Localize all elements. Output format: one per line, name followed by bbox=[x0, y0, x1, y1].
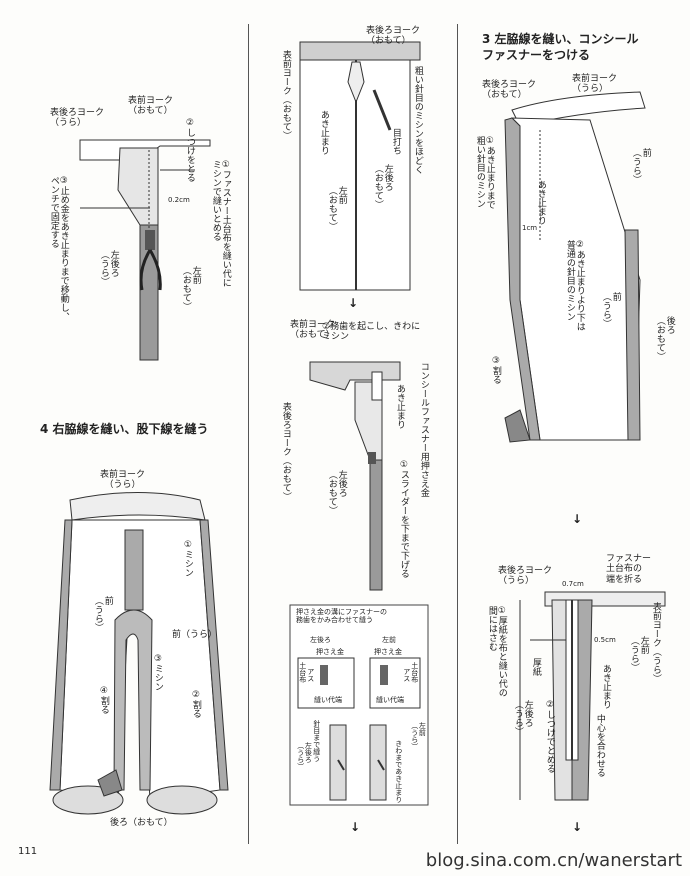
fig-a-zipper-drawing bbox=[79, 139, 211, 361]
fig-f-front-yoke-label: 表前ヨーク （うら） bbox=[100, 470, 146, 491]
inset-note-l: 針目まで縫う bbox=[312, 720, 321, 762]
inset-base-cloth-l: 土台布 bbox=[298, 662, 307, 683]
fig-e-step3: 中心を合わせる bbox=[594, 714, 605, 777]
inset-left-front: 左前 bbox=[382, 636, 396, 644]
fig-f-step4: ④割る bbox=[98, 686, 109, 714]
fig-b-tool-label: 目打ち bbox=[390, 128, 401, 155]
fig-d-back-yoke-label: 表後ろヨーク （おもて） bbox=[482, 80, 537, 101]
section3-title-line1: 3 左脇線を縫い、コンシール bbox=[482, 32, 639, 46]
inset-seam-allowance-r: 縫い代端 bbox=[376, 696, 404, 704]
inset-left-back: 左後ろ bbox=[310, 636, 331, 644]
fig-d-opening-stop: あき止まり bbox=[535, 180, 546, 225]
fig-e-step1: ①厚紙を布と縫い代の 間にはさむ bbox=[486, 606, 507, 697]
inset-back-bottom: 左後ろ （うら） bbox=[296, 742, 313, 770]
fig-c-zipper-foot: コンシールファスナー用押さえ金 bbox=[418, 362, 429, 497]
inset-note-r: きわまであき止まり bbox=[394, 740, 403, 803]
fig-c-back-left-label: 左後ろ （おもて） bbox=[326, 470, 347, 515]
arrow-d-to-e: ↓ bbox=[572, 512, 583, 526]
fig-e-step2: ②しつけでとめる bbox=[544, 700, 555, 773]
fig-b-back-yoke-label: 表後ろヨーク （おもて） bbox=[366, 26, 421, 47]
fig-a-front-left-label: 左前 （おもて） bbox=[180, 266, 201, 311]
fig-b-zipper-drawing bbox=[299, 41, 421, 291]
inset-base-cloth-r: 土台布 bbox=[410, 662, 419, 683]
fig-a-back-yoke-label: 表後ろヨーク （うら） bbox=[50, 108, 105, 129]
fig-d-front-label: 前 （うら） bbox=[630, 148, 651, 184]
fig-a-step3: ③止め金をあき止まりまで移動し、 ペンチで固定する bbox=[48, 176, 69, 321]
fig-a-step1: ①ファスナー土台布を縫い代に ミシンで縫いとめる bbox=[210, 160, 231, 287]
arrow-b-to-c: ↓ bbox=[348, 296, 359, 310]
fig-a-step2: ②しつけをとる bbox=[184, 118, 195, 182]
fig-e-front-left-label: 左前 （うら） bbox=[628, 636, 649, 672]
fig-e-opening-stop: あき止まり bbox=[600, 664, 611, 709]
fig-a-measure: 0.2cm bbox=[168, 196, 190, 204]
fig-d-front-label-2: 前 （うら） bbox=[600, 292, 621, 328]
column-divider-left bbox=[248, 24, 249, 844]
watermark-url: blog.sina.com.cn/wanerstart bbox=[425, 850, 682, 871]
fig-d-measure: 1cm bbox=[522, 224, 538, 232]
inset-seam-allowance-l: 縫い代端 bbox=[314, 696, 342, 704]
arrow-e-down: ↓ bbox=[572, 820, 583, 834]
fig-e-measure-2: 0.5cm bbox=[594, 636, 616, 644]
fig-d-pants-drawing bbox=[504, 91, 646, 443]
section3-title-line2: ファスナーをつける bbox=[482, 48, 591, 62]
fig-e-back-left-label: 左後ろ （うら） bbox=[512, 700, 533, 736]
inset-foot-label-r: 押さえ金 bbox=[374, 648, 402, 656]
inset-title: 押さえ金の溝にファスナーの 務歯をかみ合わせて縫う bbox=[296, 608, 387, 625]
fig-e-front-yoke-label: 表前ヨーク（うら） bbox=[650, 602, 661, 683]
fig-f-step1: ①ミシン bbox=[182, 540, 193, 577]
fig-c-step2: ②務歯を起こし、きわに ミシン bbox=[322, 322, 421, 343]
fig-a-front-yoke-label: 表前ヨーク （おもて） bbox=[128, 96, 174, 117]
fig-e-zipper-drawing bbox=[519, 591, 666, 801]
inset-diagram bbox=[289, 604, 429, 806]
inset-front-bottom: 左前 （うら） bbox=[410, 722, 427, 750]
fig-d-back-label: 後ろ （おもて） bbox=[654, 316, 675, 361]
fig-c-zipper-drawing bbox=[309, 361, 401, 591]
page-number: 111 bbox=[18, 846, 38, 857]
fig-f-back-label: 後ろ（おもて） bbox=[110, 818, 173, 828]
fig-f-step2: ②割る bbox=[190, 690, 201, 718]
fig-d-step1: ①あき止まりまで 粗い針目のミシン bbox=[474, 136, 495, 209]
arrow-inset-down: ↓ bbox=[350, 820, 361, 834]
fig-b-opening-stop: あき止まり bbox=[318, 110, 329, 155]
fig-c-front-yoke-label: 表前ヨーク （おもて） bbox=[290, 320, 336, 341]
column-divider-right bbox=[457, 24, 458, 844]
fig-e-back-yoke-label: 表後ろヨーク （うら） bbox=[498, 566, 553, 587]
fig-b-front-left-label: 左前 （おもて） bbox=[326, 186, 347, 231]
fig-e-measure-1: 0.7cm bbox=[562, 580, 584, 588]
section4-title: 4 右脇線を縫い、股下線を縫う bbox=[40, 422, 209, 436]
inset-under-r: アス bbox=[402, 668, 411, 682]
fig-e-fold-note: ファスナー 土台布の 端を折る bbox=[606, 554, 652, 585]
fig-b-front-yoke-label: 表前ヨーク（おもて） bbox=[280, 50, 291, 140]
fig-f-pants-drawing bbox=[49, 492, 229, 815]
fig-d-front-yoke-label: 表前ヨーク （うら） bbox=[572, 74, 618, 95]
fig-d-step2: ②あき止まりより下は 普通の針目のミシン bbox=[564, 240, 585, 331]
fig-a-back-left-label: 左後ろ （うら） bbox=[98, 250, 119, 286]
fig-b-stitch-note: 粗い針目のミシンをほどく bbox=[412, 66, 423, 174]
fig-f-front-label-2: 前（うら） bbox=[172, 630, 218, 640]
inset-foot-label-l: 押さえ金 bbox=[316, 648, 344, 656]
inset-under-l: アス bbox=[306, 668, 315, 682]
fig-e-cardboard: 厚紙 bbox=[530, 658, 541, 676]
fig-d-step3: ③割る bbox=[490, 356, 501, 384]
fig-c-step1: ①スライダーを下まで下げる bbox=[398, 460, 409, 578]
fig-f-front-label: 前 （うら） bbox=[92, 596, 113, 632]
fig-f-step3: ③ミシン bbox=[152, 654, 163, 691]
fig-b-back-left-label: 左後ろ （おもて） bbox=[372, 164, 393, 209]
fig-c-back-yoke-label: 表後ろヨーク（おもて） bbox=[280, 402, 291, 501]
fig-c-opening-stop: あき止まり bbox=[394, 384, 405, 429]
